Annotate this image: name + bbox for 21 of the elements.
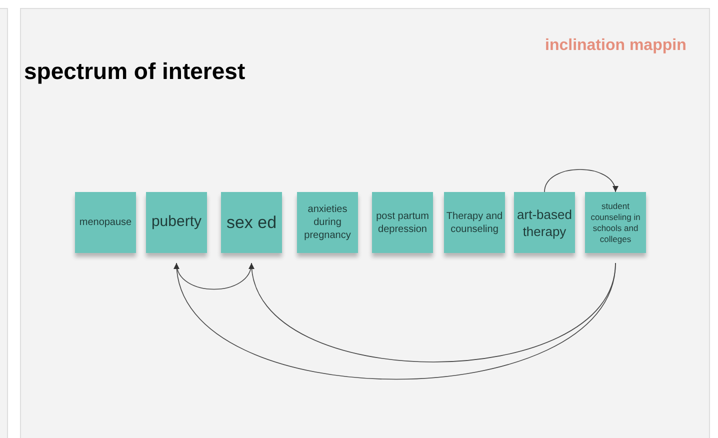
note-text: Therapy and counseling (446, 210, 503, 236)
sticky-note (372, 192, 433, 253)
sticky-note (514, 192, 575, 253)
note-text: art-based therapy (516, 206, 573, 240)
note-text: post partum depression (375, 210, 430, 236)
note-text: student counseling in schools and colleges (590, 200, 642, 244)
note-text: puberty (151, 212, 202, 232)
sticky-note (75, 192, 136, 253)
sticky-note (221, 192, 282, 253)
curved-arrow (250, 262, 616, 362)
title: spectrum of interest (24, 57, 246, 86)
curved-arrow (175, 262, 616, 380)
note-text: sex ed (226, 212, 277, 234)
curved-arrow (544, 169, 618, 192)
sticky-note (444, 192, 505, 253)
note-text: menopause (79, 216, 132, 230)
sticky-note (585, 192, 646, 253)
sticky-note (297, 192, 358, 253)
heading-text: inclination mappin (545, 36, 686, 56)
note-text: anxieties during pregnancy (303, 203, 352, 242)
sticky-note (146, 192, 207, 253)
